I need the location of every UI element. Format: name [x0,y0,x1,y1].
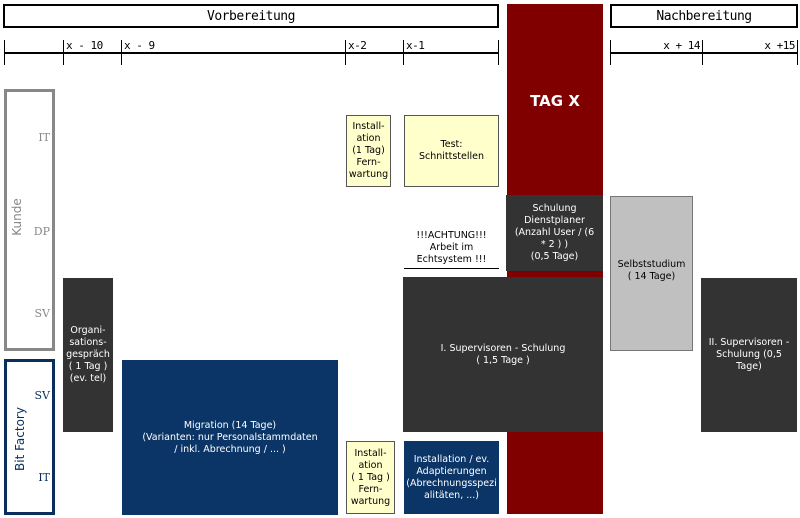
timeline-axis-pre [4,52,499,54]
phase-vorbereitung-label: Vorbereitung [207,8,295,24]
timeline-label: x +15 [764,39,795,52]
phase-nachbereitung: Nachbereitung [610,4,798,28]
group-kunde-label: Kunde [10,198,24,236]
phase-nachbereitung-label: Nachbereitung [656,8,752,24]
row-label-dp: DP [33,225,50,238]
task-organisationsgespraech: Organi- sations- gespräch ( 1 Tag ) (ev.… [63,278,113,432]
timeline-tick [4,40,5,65]
timeline-tick [797,40,798,65]
timeline-tick [498,40,499,65]
task-selbststudium: Selbststudium ( 14 Tage) [610,196,693,351]
timeline-label: x-1 [406,39,425,52]
timeline-tick [345,40,346,65]
timeline-tick [702,40,703,65]
task-supervisoren-schulung-2: II. Supervisoren - Schulung (0,5 Tage) [701,278,797,432]
tag-x-label: TAG X [530,92,580,110]
group-bitfactory [4,359,55,515]
task-installation-kunde: Install- ation (1 Tag) Fern- wartung [346,115,391,187]
row-label-it: IT [38,471,50,484]
timeline-tick [610,40,611,65]
timeline-tick [403,40,404,65]
task-installation-adaptierungen: Installation / ev. Adaptierungen (Abrech… [404,441,499,514]
row-label-sv: SV [34,389,50,402]
timeline-tick [63,40,64,65]
row-label-it: IT [38,131,50,144]
task-supervisoren-schulung-1: I. Supervisoren - Schulung ( 1,5 Tage ) [403,277,603,432]
warning-echtsystem: !!!ACHTUNG!!! Arbeit im Echtsystem !!! [404,228,499,269]
group-kunde [4,89,55,351]
task-installation-bitfactory: Install- ation ( 1 Tag ) Fern- wartung [346,441,395,514]
timeline-axis-post [610,52,798,54]
row-label-sv: SV [34,307,50,320]
task-test-schnittstellen: Test: Schnittstellen [404,115,499,187]
timeline-label: x-2 [348,39,367,52]
task-migration: Migration (14 Tage) (Varianten: nur Pers… [122,360,338,515]
group-bitfactory-label: Bit Factory [13,407,27,471]
timeline-label: x - 10 [66,39,103,52]
task-schulung-dienstplaner: Schulung Dienstplaner (Anzahl User / (6 … [506,195,603,271]
timeline-tick [121,40,122,65]
timeline-label: x + 14 [663,39,700,52]
phase-vorbereitung: Vorbereitung [3,4,499,28]
timeline-label: x - 9 [124,39,155,52]
